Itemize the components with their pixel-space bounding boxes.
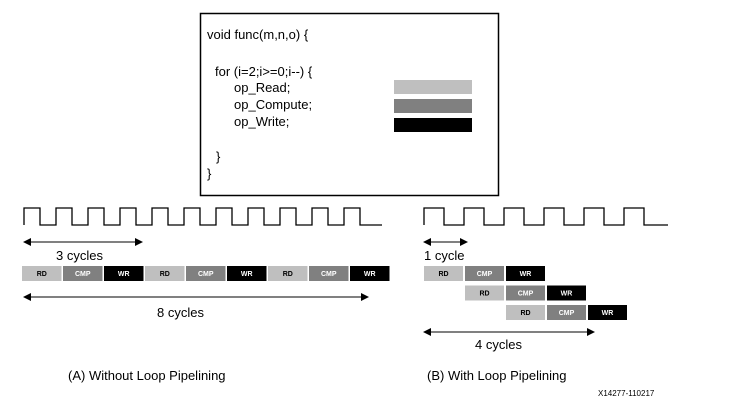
right-iter-3-step-1-rd-block <box>506 305 545 320</box>
right-iter-2-step-3-wr-label: WR <box>561 291 573 298</box>
right-iter-1-step-3-wr-block <box>506 266 545 281</box>
code-line-2: for (i=2;i>=0;i--) { <box>215 64 313 79</box>
right-iter-3-step-3-wr-block <box>588 305 627 320</box>
right-interval-label: 1 cycle <box>424 248 464 263</box>
code-line-5: op_Write; <box>234 114 289 129</box>
left-step-9-wr-label: WR <box>364 271 376 278</box>
left-step-8-cmp-block <box>309 266 349 281</box>
left-step-7-rd-block <box>268 266 308 281</box>
code-line-7: } <box>207 166 212 181</box>
left-step-3-wr-block <box>104 266 144 281</box>
right-clock-waveform <box>423 207 668 226</box>
left-step-1-rd-block <box>22 266 62 281</box>
left-step-1-rd-label: RD <box>37 271 47 278</box>
right-iter-2-step-1-rd-label: RD <box>479 291 489 298</box>
right-iter-1-step-1-rd-block <box>424 266 463 281</box>
code-line-4: op_Compute; <box>234 97 312 112</box>
right-iter-2-step-2-cmp-label: CMP <box>518 291 534 298</box>
right-iter-3-step-1-rd-label: RD <box>520 310 530 317</box>
right-iter-2-step-2-cmp-block <box>506 285 545 301</box>
left-step-2-cmp-block <box>63 266 103 281</box>
right-iter-3-step-2-cmp-block <box>547 305 586 320</box>
right-iter-2-step-1-rd-block <box>465 285 504 301</box>
left-step-2-cmp-label: CMP <box>75 271 91 278</box>
right-total-label: 4 cycles <box>475 337 522 352</box>
right-iter-1-step-2-cmp-label: CMP <box>477 271 493 278</box>
code-line-1: void func(m,n,o) { <box>207 27 309 42</box>
code-line-3: op_Read; <box>234 80 290 95</box>
left-step-4-rd-label: RD <box>160 271 170 278</box>
left-total-label: 8 cycles <box>157 305 204 320</box>
left-step-7-rd-label: RD <box>283 271 293 278</box>
code-line-6: } <box>216 149 221 164</box>
figure-id: X14277-110217 <box>598 389 655 398</box>
panel-with-pipelining: 1 cycle RD CMP WR RD CMP WR RD CMP WR 4 cycles (… <box>423 207 668 383</box>
legend-write-swatch <box>394 118 472 132</box>
right-caption: (B) With Loop Pipelining <box>427 368 566 383</box>
left-step-9-wr-block <box>350 266 390 281</box>
right-iter-1-step-1-rd-label: RD <box>438 271 448 278</box>
left-step-5-cmp-label: CMP <box>198 271 214 278</box>
right-iter-3-step-3-wr-label: WR <box>602 310 614 317</box>
left-step-3-wr-label: WR <box>118 271 130 278</box>
right-iter-1-step-2-cmp-block <box>465 266 504 281</box>
right-iter-3-step-2-cmp-label: CMP <box>559 310 575 317</box>
right-operation-pipeline: RD CMP WR RD CMP WR RD CMP WR <box>424 266 627 320</box>
left-caption: (A) Without Loop Pipelining <box>68 368 226 383</box>
left-step-6-wr-block <box>227 266 267 281</box>
legend-compute-swatch <box>394 99 472 113</box>
left-step-5-cmp-block <box>186 266 226 281</box>
left-step-4-rd-block <box>145 266 185 281</box>
left-operation-sequence: RD CMP WR RD CMP WR RD CMP WR <box>22 266 390 281</box>
left-step-8-cmp-label: CMP <box>321 271 337 278</box>
right-iter-1-step-3-wr-label: WR <box>520 271 532 278</box>
left-iteration-label: 3 cycles <box>56 248 103 263</box>
right-iter-2-step-3-wr-block <box>547 285 586 301</box>
left-step-6-wr-label: WR <box>241 271 253 278</box>
legend-read-swatch <box>394 80 472 94</box>
left-clock-waveform <box>23 207 382 226</box>
